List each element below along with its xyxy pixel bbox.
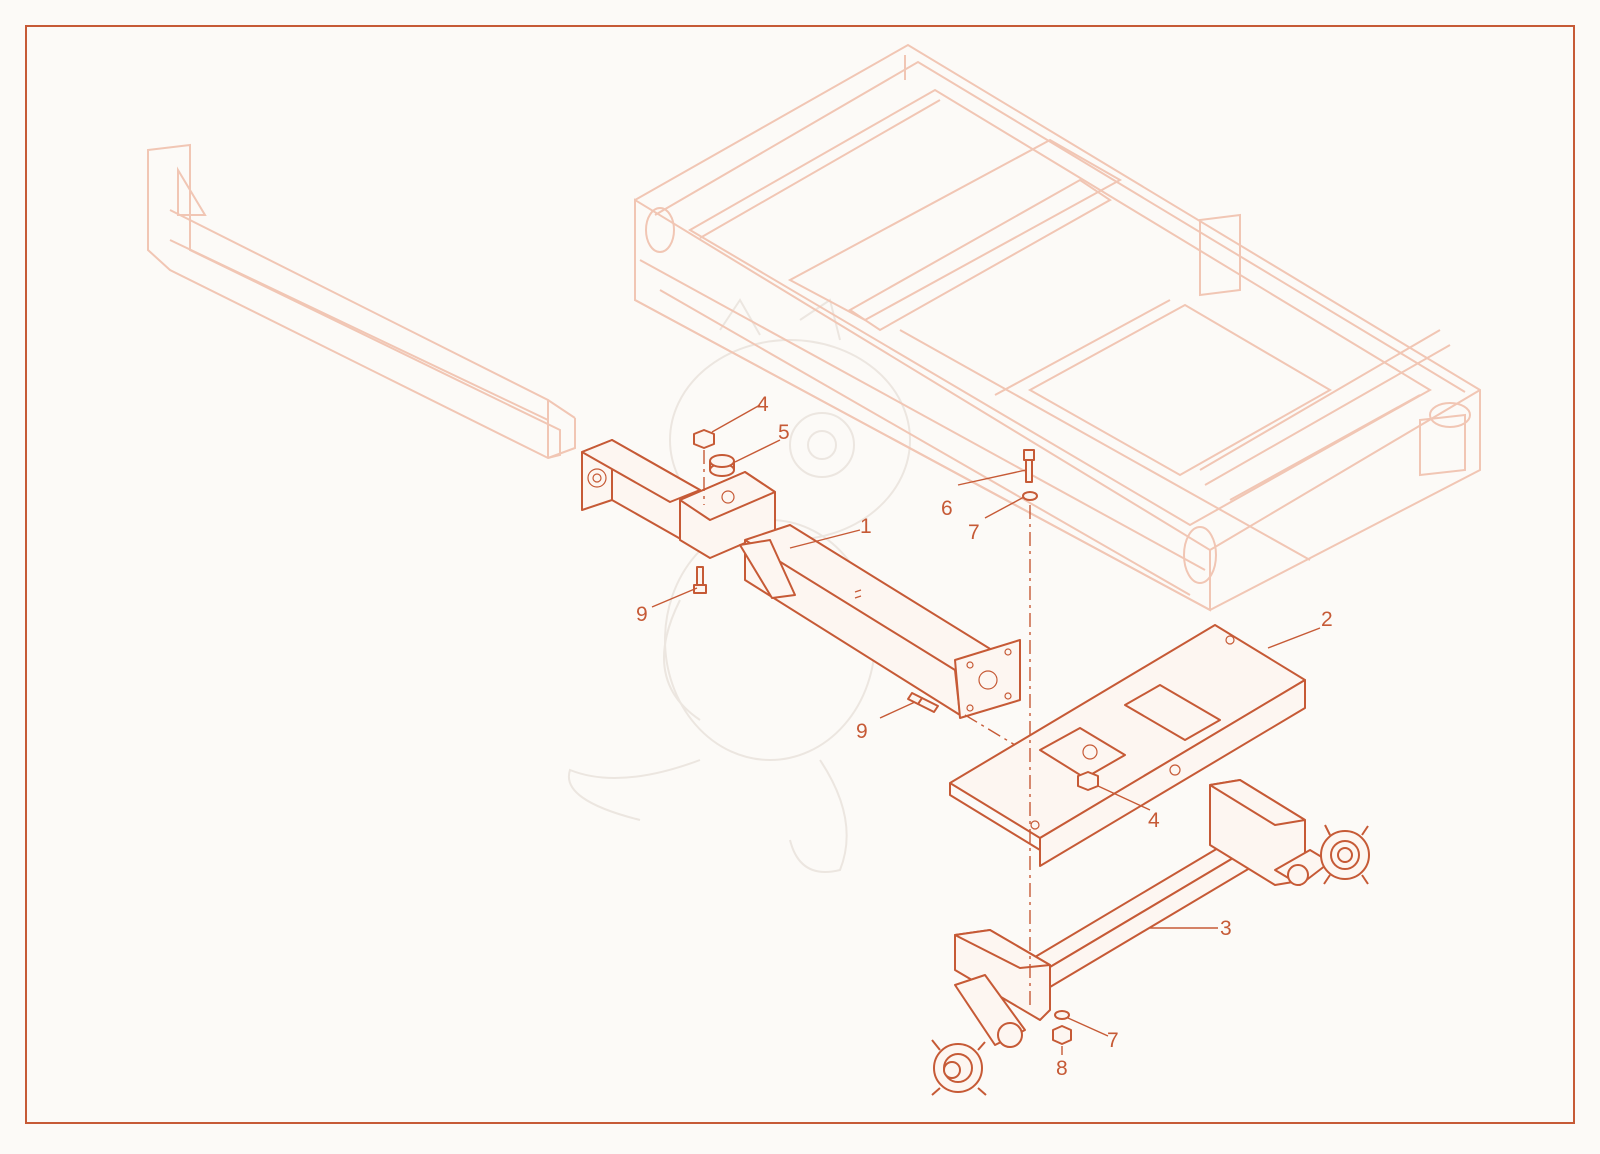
callout-4: 4 bbox=[1148, 809, 1160, 832]
part-5 bbox=[709, 454, 735, 477]
wheel-hub-left bbox=[931, 1039, 987, 1096]
callout-5: 5 bbox=[778, 421, 790, 444]
callout-3: 3 bbox=[1220, 917, 1232, 940]
callout-1: 1 bbox=[860, 515, 872, 538]
part-8 bbox=[1052, 1025, 1072, 1045]
callout-9: 9 bbox=[636, 603, 648, 626]
diagram-frame bbox=[25, 25, 1575, 1124]
background-frame-assembly bbox=[147, 43, 1481, 612]
part-1 bbox=[581, 439, 1021, 719]
callout-7: 7 bbox=[1107, 1029, 1119, 1052]
leader-lines bbox=[651, 404, 1321, 1055]
part-7 bbox=[1022, 491, 1070, 1020]
callout-8: 8 bbox=[1056, 1057, 1068, 1080]
part-6 bbox=[1023, 449, 1035, 483]
callout-4: 4 bbox=[757, 393, 769, 416]
callout-2: 2 bbox=[1321, 608, 1333, 631]
part-3 bbox=[954, 779, 1331, 1048]
callout-7: 7 bbox=[968, 521, 980, 544]
part-2 bbox=[949, 624, 1306, 867]
part-9 bbox=[693, 566, 939, 713]
alignment-lines bbox=[703, 450, 1031, 1010]
callout-6: 6 bbox=[941, 497, 953, 520]
callout-9: 9 bbox=[856, 720, 868, 743]
wheel-hub-right bbox=[1320, 824, 1370, 885]
